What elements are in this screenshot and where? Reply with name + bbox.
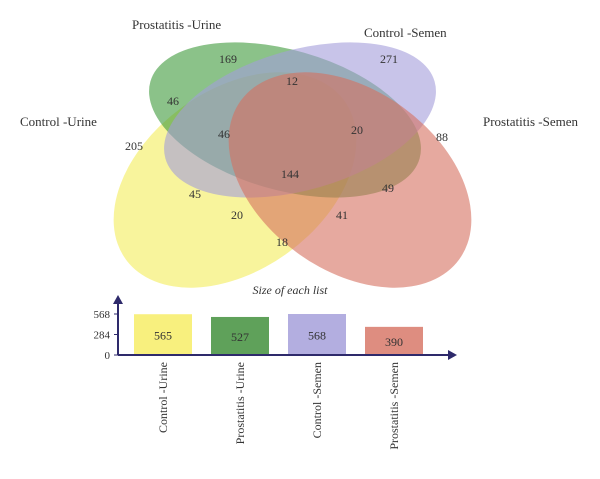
y-axis-arrow-icon [113, 295, 123, 304]
venn-count-pu-cs: 12 [286, 74, 298, 88]
venn-count-pu-only: 169 [219, 52, 237, 66]
venn-count-cu-only: 205 [125, 139, 143, 153]
venn-count-cs-only: 271 [380, 52, 398, 66]
y-tick-label-1: 284 [94, 330, 111, 342]
venn-label-prostatitis-semen: Prostatitis -Semen [483, 114, 578, 129]
bar-1 [211, 316, 269, 355]
bar-3 [365, 326, 423, 355]
x-tick-labels: Control -Urine Prostatitis -Urine Control … [156, 362, 401, 450]
bars-layer: 565 527 568 390 [134, 314, 423, 355]
venn-set-prostatitis-semen [228, 72, 472, 288]
venn-count-cs-ps: 49 [382, 181, 394, 195]
venn-label-prostatitis-urine: Prostatitis -Urine [132, 17, 221, 32]
x-tick-label-2: Control -Semen [310, 362, 324, 438]
bar-value-label-1: 527 [231, 330, 249, 344]
y-tick-label-2: 568 [94, 309, 111, 321]
venn-count-cu-pu-cs: 46 [218, 127, 230, 141]
x-tick-label-3: Prostatitis -Semen [387, 362, 401, 450]
chart-title: Size of each list [253, 283, 329, 297]
x-tick-label-0: Control -Urine [156, 362, 170, 433]
venn-count-cu-cs-ps: 41 [336, 208, 348, 222]
bar-2 [288, 314, 346, 355]
venn-count-cu-pu: 46 [167, 94, 179, 108]
venn-count-cu-ps: 45 [189, 187, 201, 201]
bar-value-label-0: 565 [154, 329, 172, 343]
venn-count-cu-pu-ps: 20 [231, 208, 243, 222]
y-ticks: 0 284 568 [94, 309, 118, 362]
y-tick-label-0: 0 [105, 350, 111, 362]
bar-0 [134, 314, 192, 355]
venn-count-pu-cs-ps: 20 [351, 123, 363, 137]
bar-value-label-2: 568 [308, 329, 326, 343]
venn-diagram: Control -Urine Prostatitis -Urine Contro… [20, 17, 578, 288]
venn-count-all: 144 [281, 167, 299, 181]
venn-count-cu-ps-only: 18 [276, 235, 288, 249]
bar-chart: Size of each list 565 527 568 390 0 284 568 C… [94, 283, 457, 450]
x-tick-label-1: Prostatitis -Urine [233, 362, 247, 444]
venn-label-control-urine: Control -Urine [20, 114, 97, 129]
x-axis-arrow-icon [448, 350, 457, 360]
venn-label-control-semen: Control -Semen [364, 25, 447, 40]
bar-value-label-3: 390 [385, 335, 403, 349]
venn-count-ps-only: 88 [436, 130, 448, 144]
